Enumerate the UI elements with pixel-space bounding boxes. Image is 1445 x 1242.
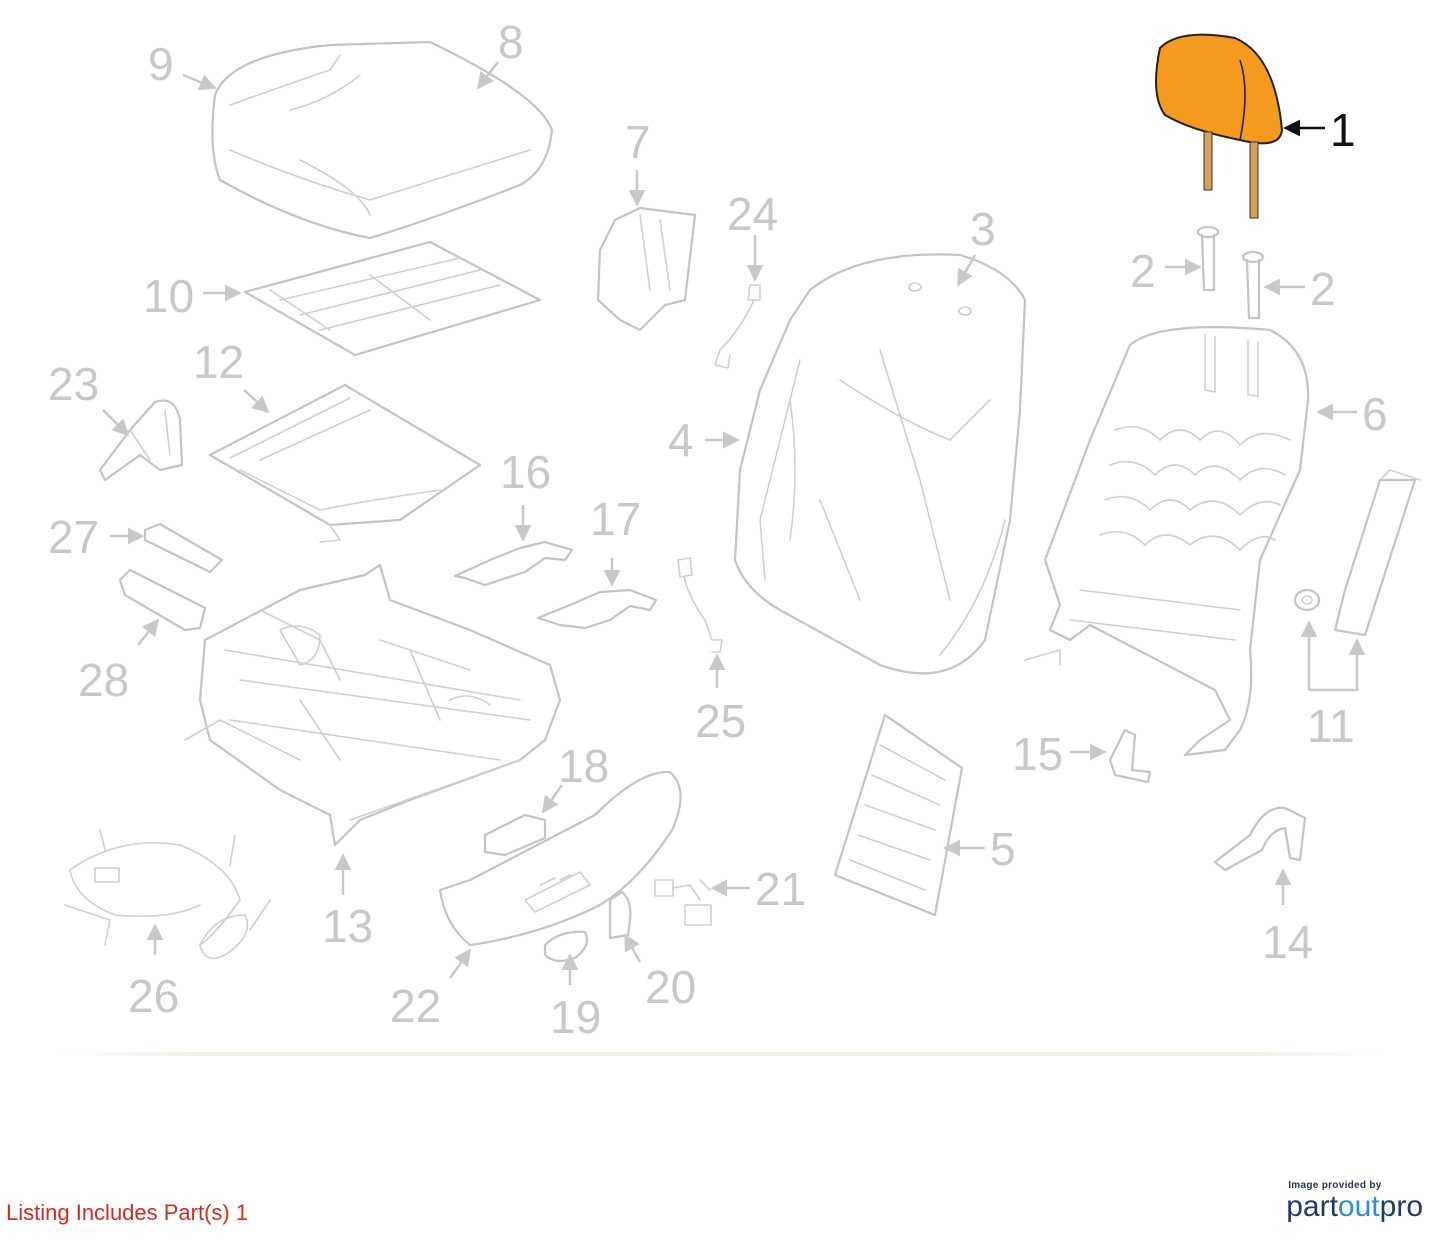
brand-name: partoutpro — [1286, 1191, 1423, 1223]
part-6-seatback-frame — [1024, 326, 1310, 757]
callout-13: 13 — [322, 900, 373, 952]
callout-19: 19 — [550, 991, 601, 1043]
callout-5: 5 — [990, 823, 1016, 875]
callout-27: 27 — [48, 511, 99, 563]
brand-logo: Image provided by partoutpro — [1286, 1180, 1423, 1223]
callout-14: 14 — [1262, 916, 1313, 968]
seat-cushion-pad — [208, 383, 482, 543]
part-28-rail-cover — [118, 568, 207, 632]
callout-20: 20 — [645, 961, 696, 1013]
callout-2-left: 2 — [1130, 245, 1156, 297]
seatback-cover — [733, 253, 1027, 675]
headrest-highlighted — [1155, 33, 1284, 219]
callout-8: 8 — [498, 16, 524, 68]
callout-21: 21 — [755, 863, 806, 915]
callout-4: 4 — [668, 414, 694, 466]
part-27-trim — [143, 522, 224, 574]
seat-cushion-cover — [211, 40, 554, 240]
part-22-side-shield — [438, 770, 682, 947]
callout-26: 26 — [128, 970, 179, 1022]
part-2-headrest-guide-right — [1241, 250, 1265, 320]
part-19-knob — [543, 930, 589, 962]
brand-out: out — [1337, 1190, 1380, 1223]
callout-10: 10 — [143, 270, 194, 322]
callout-22: 22 — [390, 980, 441, 1032]
callout-16: 16 — [500, 446, 551, 498]
brand-pro: pro — [1379, 1190, 1423, 1223]
callout-12: 12 — [193, 336, 244, 388]
part-14-bracket — [1213, 806, 1307, 872]
part-2-headrest-guide-left — [1196, 225, 1220, 292]
part-16-bracket — [453, 540, 574, 587]
callout-23: 23 — [48, 358, 99, 410]
listing-parts-text: Listing Includes Part(s) 1 — [6, 1200, 249, 1225]
part-7-recliner-cover — [596, 206, 697, 332]
part-17-bracket — [536, 588, 658, 630]
part-20-knob — [608, 890, 632, 940]
callout-9: 9 — [148, 38, 174, 90]
callout-6: 6 — [1362, 388, 1388, 440]
leader-lines — [102, 61, 1366, 985]
part-5-back-board — [833, 713, 964, 917]
callout-3: 3 — [970, 203, 996, 255]
part-18-switch — [483, 813, 547, 857]
callout-labels: 1 2 2 3 4 5 6 7 8 9 10 11 12 13 14 15 16… — [48, 16, 1388, 1043]
footer-divider — [60, 1052, 1385, 1056]
callout-17: 17 — [590, 493, 641, 545]
cushion-heater-sheet — [243, 240, 542, 357]
part-11-grommet — [1293, 588, 1321, 612]
callout-18: 18 — [558, 740, 609, 792]
brand-prefix: Image provided by — [1288, 1180, 1382, 1191]
callout-1: 1 — [1330, 104, 1356, 156]
callout-28: 28 — [78, 654, 129, 706]
part-23-bracket — [98, 399, 184, 482]
callout-24: 24 — [727, 188, 778, 240]
callout-2-right: 2 — [1310, 263, 1336, 315]
callout-11: 11 — [1307, 700, 1355, 752]
callout-15: 15 — [1012, 728, 1063, 780]
part-11-trim-cover — [1333, 469, 1421, 637]
callout-7: 7 — [625, 116, 651, 168]
part-26-wiring-harness — [64, 829, 271, 960]
part-25-connector — [677, 557, 723, 653]
seat-frame-track — [184, 563, 562, 847]
brand-part: part — [1286, 1190, 1338, 1223]
part-21-harness — [654, 879, 712, 926]
callout-25: 25 — [695, 695, 746, 747]
part-15-clip — [1108, 728, 1152, 784]
part-24-connector — [714, 284, 761, 369]
